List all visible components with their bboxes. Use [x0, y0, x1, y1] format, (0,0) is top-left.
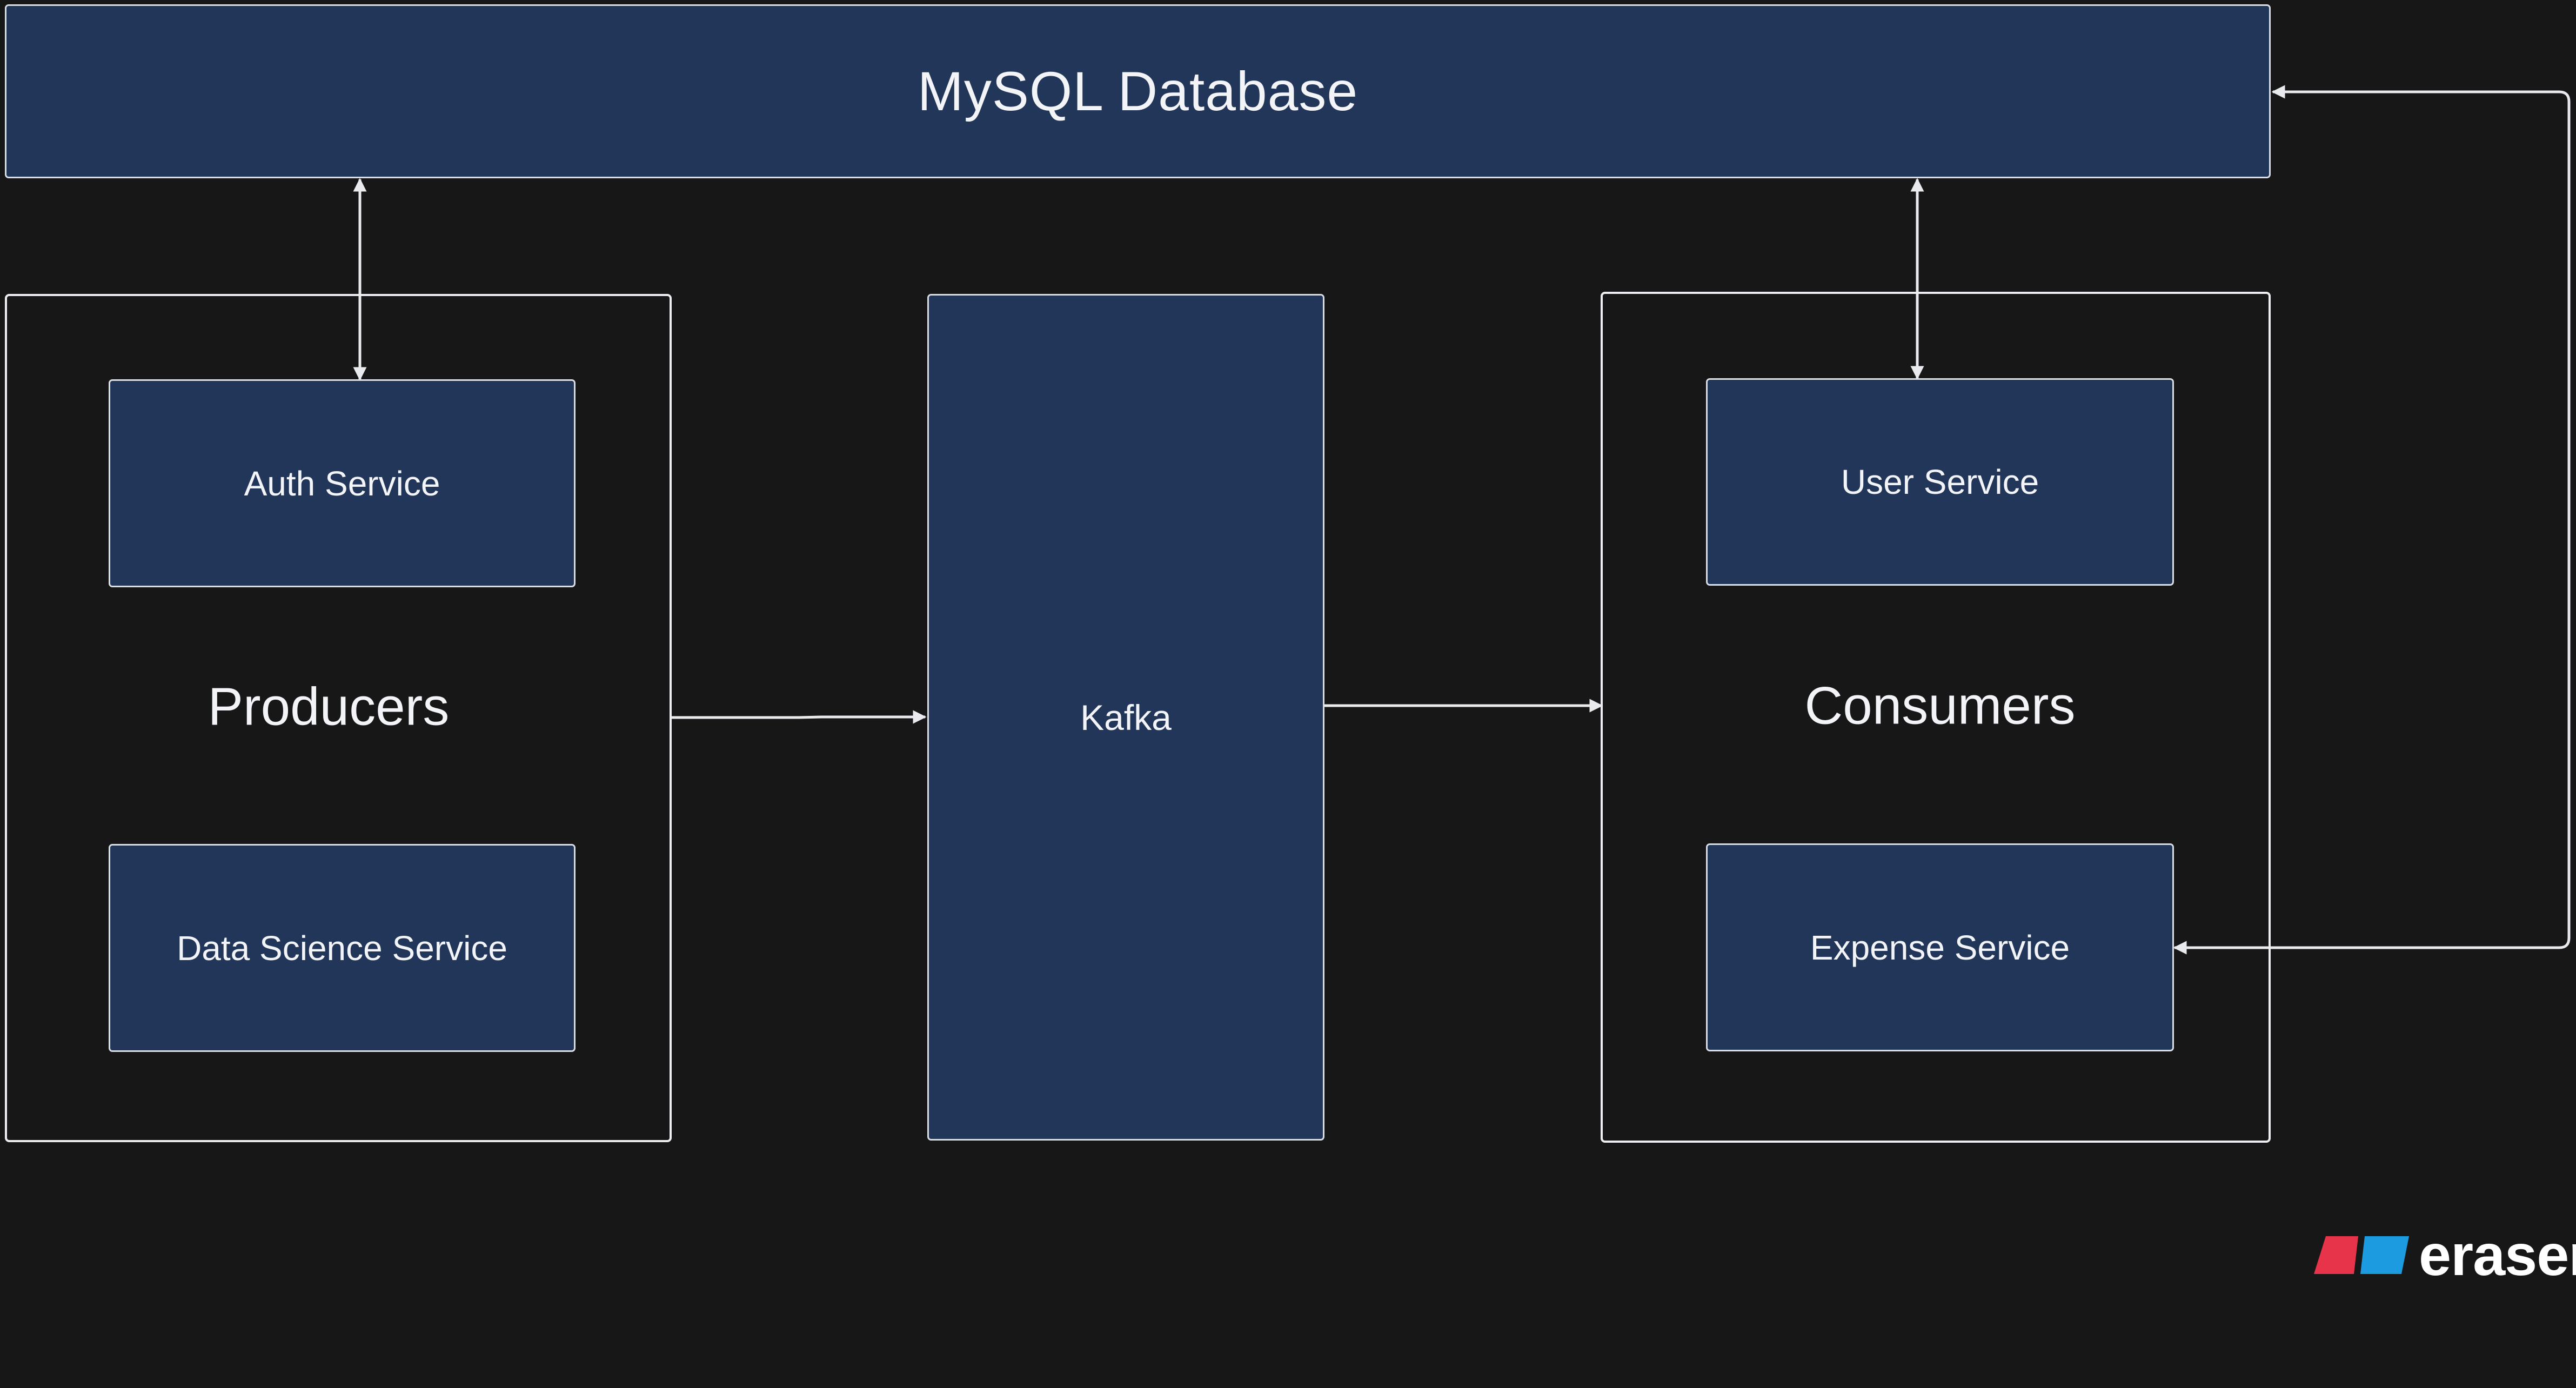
kafka-label: Kafka [1080, 697, 1172, 737]
user-service-label: User Service [1841, 462, 2039, 501]
data-science-service-label: Data Science Service [177, 928, 507, 968]
auth-service-label: Auth Service [244, 464, 440, 503]
eraser-logo: eraser [2314, 1225, 2576, 1284]
producers-group[interactable] [5, 294, 672, 1142]
connector-producers-to-kafka [672, 710, 927, 724]
expense-service-node[interactable]: Expense Service [1706, 843, 2174, 1051]
consumers-label: Consumers [1804, 675, 2076, 735]
user-service-node[interactable]: User Service [1706, 378, 2174, 586]
producers-label: Producers [208, 676, 450, 736]
eraser-logo-text: eraser [2419, 1222, 2576, 1288]
connector-database-expense-loop [2173, 85, 2571, 955]
kafka-node[interactable]: Kafka [927, 294, 1324, 1141]
data-science-service-node[interactable]: Data Science Service [109, 844, 576, 1052]
expense-service-label: Expense Service [1810, 928, 2070, 967]
auth-service-node[interactable]: Auth Service [109, 379, 576, 587]
eraser-logo-icon [2314, 1236, 2409, 1274]
mysql-database-node[interactable]: MySQL Database [5, 4, 2271, 178]
consumers-group[interactable] [1601, 292, 2271, 1143]
mysql-database-label: MySQL Database [917, 60, 1359, 122]
